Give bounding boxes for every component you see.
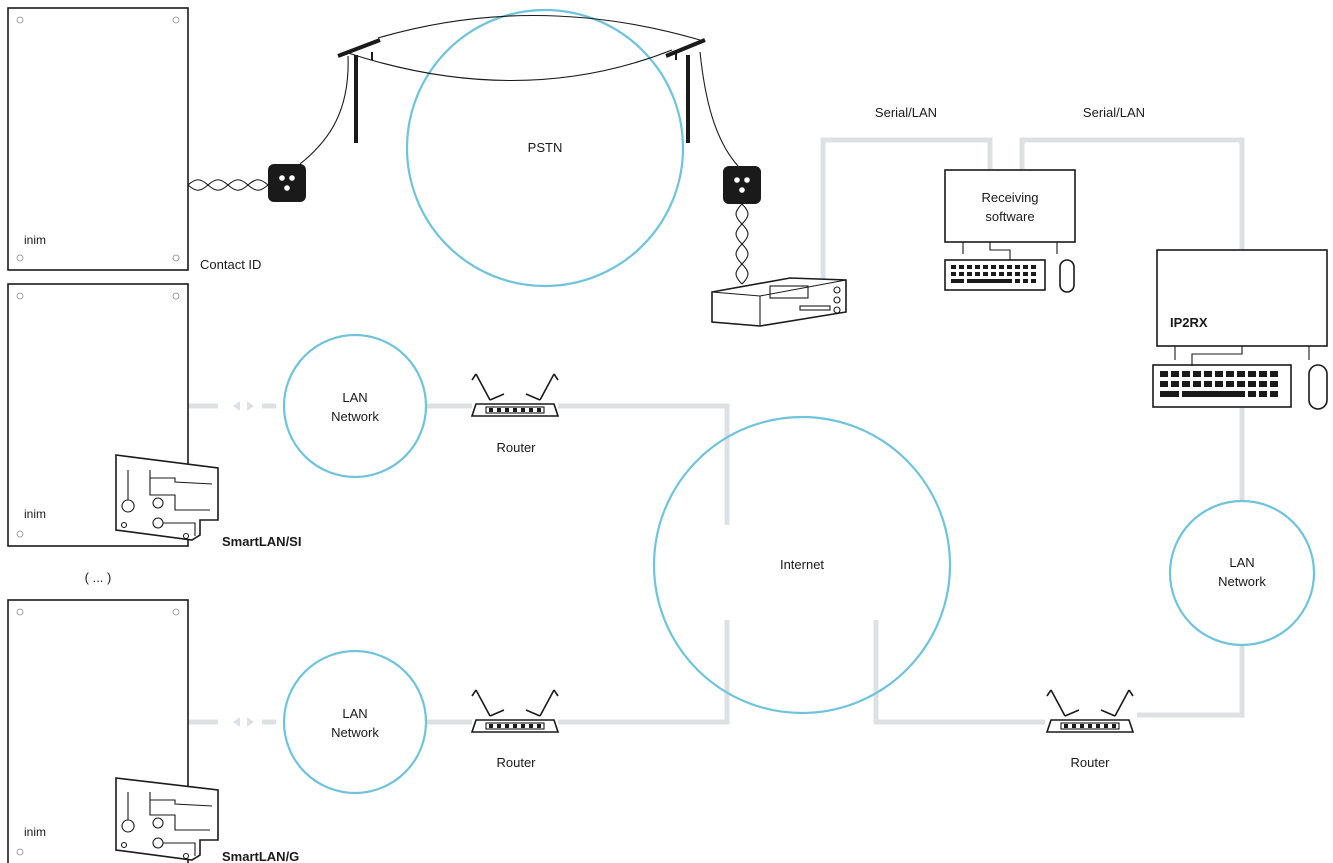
pstn-label: PSTN bbox=[528, 140, 563, 155]
twisted-cable bbox=[187, 179, 269, 191]
pole-socket-cable bbox=[699, 51, 739, 167]
router-label-2: Router bbox=[496, 755, 536, 770]
mouse-icon bbox=[1059, 259, 1075, 293]
smartlan-si-label: SmartLAN/SI bbox=[222, 534, 301, 549]
phone-socket-icon bbox=[268, 164, 306, 202]
router-label-1: Router bbox=[496, 440, 536, 455]
router3-internet-link bbox=[873, 620, 1045, 725]
brand-logo: inim bbox=[24, 233, 46, 247]
lan-network-label-1: LAN bbox=[342, 390, 367, 405]
smartlan-g-label: SmartLAN/G bbox=[222, 849, 299, 863]
router2-internet-link bbox=[558, 620, 730, 725]
lan-network-cloud-3 bbox=[1168, 499, 1316, 647]
telephone-pole-icon bbox=[337, 38, 381, 143]
serial-lan-link-1 bbox=[820, 137, 993, 290]
connection-lines bbox=[165, 137, 1245, 778]
link-arrow-icon bbox=[233, 401, 254, 411]
receiver-device bbox=[711, 277, 847, 327]
pstn-cloud bbox=[405, 8, 685, 288]
smartlan-si-module bbox=[115, 454, 219, 541]
serial-lan-label-1: Serial/LAN bbox=[875, 105, 937, 120]
lan-network-cloud-2 bbox=[282, 649, 428, 795]
receiving-software-computer bbox=[944, 169, 1076, 260]
internet-cloud bbox=[652, 415, 952, 715]
telephone-pole-icon bbox=[665, 38, 706, 143]
smartlan-g-module bbox=[115, 777, 219, 861]
phone-socket-icon bbox=[723, 166, 761, 204]
overhead-wire bbox=[344, 49, 673, 82]
lan-network-label-1: Network bbox=[331, 409, 379, 424]
twisted-cable bbox=[735, 203, 749, 285]
serial-lan-label-2: Serial/LAN bbox=[1083, 105, 1145, 120]
lan-network-label-2: LAN bbox=[342, 706, 367, 721]
router-label-3: Router bbox=[1070, 755, 1110, 770]
contact-id-label: Contact ID bbox=[200, 257, 261, 272]
serial-lan-link-2 bbox=[1019, 137, 1245, 250]
receiving-software-label: software bbox=[985, 209, 1034, 224]
router-icon bbox=[1045, 689, 1135, 733]
overhead-wire bbox=[377, 14, 701, 41]
lan-network-label-3: Network bbox=[1218, 574, 1266, 589]
ellipsis-label: ( ... ) bbox=[85, 570, 112, 585]
router1-internet-link bbox=[558, 403, 730, 525]
lan3-router3-link bbox=[1137, 645, 1245, 718]
router-icon bbox=[470, 689, 560, 733]
router-icon bbox=[470, 373, 560, 417]
lan-network-label-3: LAN bbox=[1229, 555, 1254, 570]
receiving-software-label: Receiving bbox=[981, 190, 1038, 205]
mouse-icon bbox=[1308, 364, 1328, 410]
internet-label: Internet bbox=[780, 557, 824, 572]
socket-pole-cable bbox=[299, 55, 349, 165]
brand-logo: inim bbox=[24, 825, 46, 839]
brand-logo: inim bbox=[24, 507, 46, 521]
control-panel-1: inim bbox=[7, 7, 189, 271]
keyboard-icon bbox=[944, 259, 1046, 291]
lan-network-cloud-1 bbox=[282, 333, 428, 479]
link-arrow-icon bbox=[233, 717, 254, 727]
ip2rx-computer bbox=[1156, 249, 1328, 366]
lan-network-label-2: Network bbox=[331, 725, 379, 740]
ip2rx-label: IP2RX bbox=[1170, 315, 1208, 330]
keyboard-icon bbox=[1152, 364, 1292, 408]
